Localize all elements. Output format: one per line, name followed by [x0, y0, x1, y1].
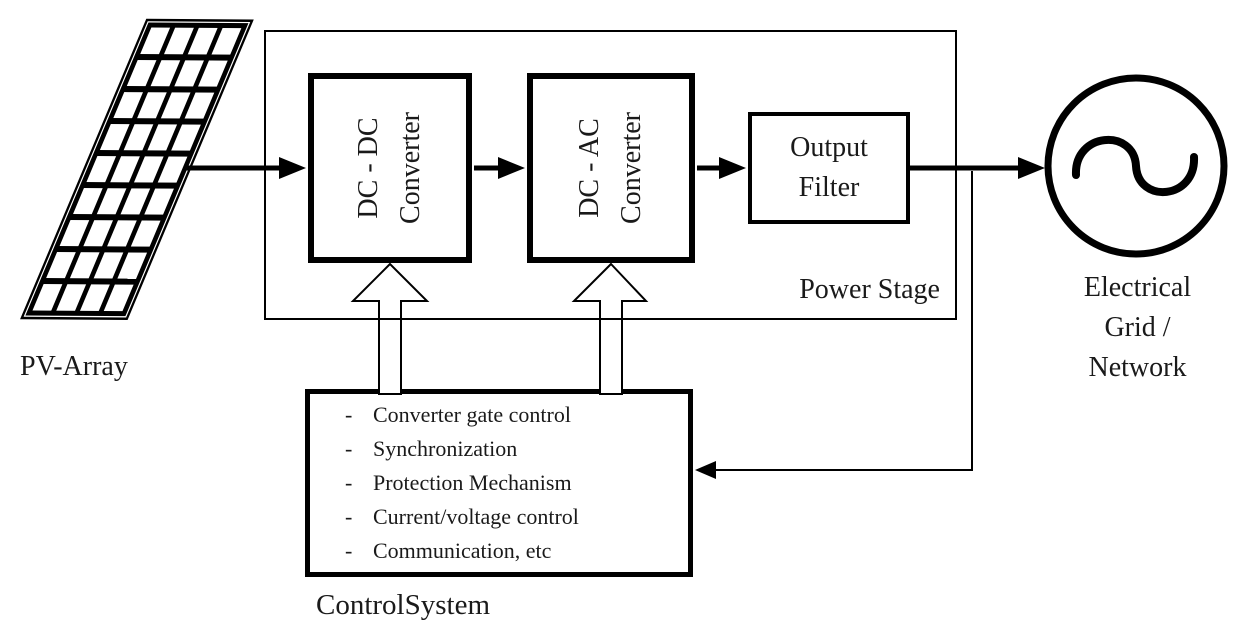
control-system-items: -Converter gate control -Synchronization…: [330, 398, 579, 568]
dc-dc-line2: Converter: [395, 112, 426, 224]
control-item: -Converter gate control: [330, 398, 579, 432]
dc-dc-converter-label: DC - DC Converter: [348, 112, 432, 224]
control-item: -Protection Mechanism: [330, 466, 579, 500]
dc-dc-line1: DC - DC: [353, 117, 384, 219]
control-item: -Communication, etc: [330, 534, 579, 568]
bullet-dash: -: [345, 402, 353, 427]
power-stage-label: Power Stage: [799, 274, 940, 305]
bullet-dash: -: [345, 504, 353, 529]
control-item: -Synchronization: [330, 432, 579, 466]
control-system-label: ControlSystem: [316, 589, 491, 621]
control-item-text: Protection Mechanism: [373, 470, 572, 495]
flow-arrow-pv-to-dcdc: [186, 157, 306, 179]
bullet-dash: -: [345, 538, 353, 563]
control-item-text: Communication, etc: [373, 538, 552, 563]
ac-source-icon: [1044, 74, 1228, 258]
pv-array-label: PV-Array: [20, 351, 128, 382]
dc-ac-line2: Converter: [616, 112, 647, 224]
flow-arrow-dcdc-to-dcac: [474, 157, 525, 179]
control-system-box: [305, 389, 693, 577]
electrical-grid-label: Electrical Grid / Network: [1040, 268, 1235, 388]
control-item: -Current/voltage control: [330, 500, 579, 534]
grid-line3: Network: [1088, 352, 1187, 383]
bullet-dash: -: [345, 436, 353, 461]
control-arrow-up-dcac: [571, 262, 649, 395]
grid-line2: Grid /: [1104, 312, 1171, 343]
bullet-dash: -: [345, 470, 353, 495]
grid-line1: Electrical: [1083, 272, 1192, 303]
control-item-text: Current/voltage control: [373, 504, 579, 529]
output-filter-line1: Output: [790, 132, 868, 163]
dc-ac-converter-label: DC - AC Converter: [569, 112, 653, 224]
pv-array-icon: [20, 18, 254, 320]
flow-arrow-filter-to-grid: [910, 157, 1045, 179]
output-filter-label: Output Filter: [790, 128, 868, 208]
control-arrow-up-dcdc: [350, 262, 430, 395]
dc-ac-line1: DC - AC: [574, 118, 605, 218]
control-item-text: Synchronization: [373, 436, 518, 461]
control-item-text: Converter gate control: [373, 402, 571, 427]
output-filter-box: [748, 112, 910, 224]
dc-dc-converter-box: [308, 73, 472, 263]
flow-arrow-dcac-to-filter: [697, 157, 746, 179]
feedback-arrow: [695, 171, 973, 479]
dc-ac-converter-box: [527, 73, 695, 263]
output-filter-line2: Filter: [798, 172, 860, 203]
